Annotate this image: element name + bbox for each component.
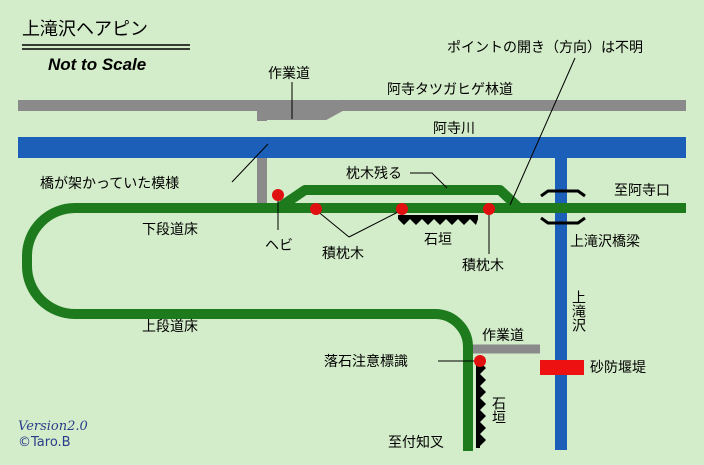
label-stone-wall-top: 石垣 (424, 232, 452, 248)
label-kamitakizawa-stream: 上滝沢 (570, 290, 586, 332)
label-kamitakizawa-bridge: 上滝沢橋梁 (570, 234, 640, 250)
rail-siding (277, 185, 522, 212)
label-stone-wall-bottom: 石垣 (490, 396, 506, 424)
stream (555, 158, 567, 450)
label-sabo-dam: 砂防堰堤 (590, 360, 646, 376)
label-rockfall-sign: 落石注意標識 (324, 353, 408, 370)
marker-stacked-1a (310, 203, 322, 215)
leader-point-unknown (509, 57, 576, 206)
label-lower-roadbed: 下段道床 (142, 222, 198, 238)
bridge-bracket-top (540, 189, 586, 198)
label-stacked-sleepers-2: 積枕木 (462, 258, 504, 274)
label-work-road-top: 作業道 (268, 66, 310, 82)
version-text: Version2.0 (18, 419, 88, 434)
label-hebi: ヘビ (265, 238, 293, 254)
work-road-top-line (262, 99, 348, 120)
stone-wall-bottom (476, 362, 486, 448)
label-work-road-bottom: 作業道 (482, 328, 524, 344)
rail-main-line (22, 203, 686, 451)
leader-stacked-1a (315, 209, 350, 238)
stone-wall-top (398, 215, 478, 225)
forest-road (18, 100, 686, 111)
label-river: 阿寺川 (433, 121, 475, 137)
label-sleepers-remain: 枕木残る (346, 166, 402, 182)
label-point-unknown: ポイントの開き（方向）は不明 (447, 40, 643, 56)
label-forest-road: 阿寺タツガヒゲ林道 (387, 82, 513, 98)
label-to-tsukechi: 至付知叉 (388, 434, 444, 451)
label-to-adera: 至阿寺口 (614, 183, 670, 199)
marker-stacked-1b (396, 203, 408, 215)
bridge-bracket-bottom (540, 216, 586, 225)
marker-stacked-2 (483, 203, 495, 215)
copyright-text: ©Taro.B (18, 435, 71, 450)
leader-sleepers-remain (410, 172, 448, 189)
label-stacked-sleepers-1: 積枕木 (322, 246, 364, 262)
river (18, 137, 686, 158)
sabo-dam (540, 360, 584, 375)
leader-stacked-1b (348, 209, 403, 238)
label-bridge-pattern: 橋が架かっていた模様 (40, 176, 179, 192)
map-title: 上滝沢ヘアピン (22, 19, 148, 40)
scale-note: Not to Scale (48, 55, 146, 74)
marker-hebi (272, 189, 284, 201)
label-upper-roadbed: 上段道床 (142, 319, 198, 335)
leader-bridge-pattern (231, 143, 269, 183)
marker-rockfall-sign (474, 355, 486, 367)
